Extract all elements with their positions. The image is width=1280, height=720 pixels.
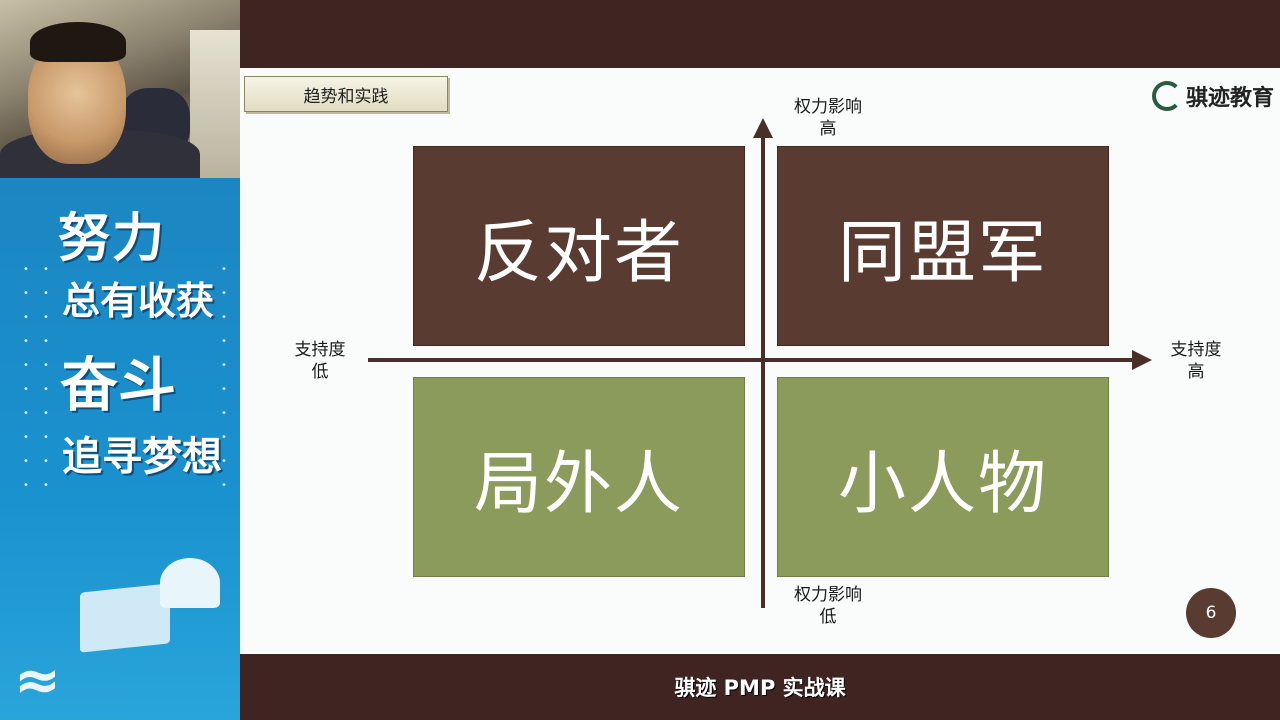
presentation-slide: 趋势和实践 骐迹教育 反对者 同盟军 局外人 小人物 权力影响 高 权力影响 低… xyxy=(240,68,1280,654)
axis-label-line: 低 xyxy=(819,607,837,627)
poster-line-1: 努力 xyxy=(58,209,167,269)
motivational-poster: 努力 总有收获 奋斗 追寻梦想 •••••••••• •••••••••• ••… xyxy=(0,178,240,720)
axis-label-power-high: 权力影响 高 xyxy=(780,96,876,140)
poster-decoration-dots: •••••••••• xyxy=(23,264,29,491)
section-title: 趋势和实践 xyxy=(303,86,389,107)
poster-decoration-dots: •••••••••• xyxy=(43,264,49,491)
axis-label-line: 权力影响 xyxy=(794,97,862,117)
quadrant-opponents: 反对者 xyxy=(413,146,745,346)
poster-line-4: 追寻梦想 xyxy=(62,434,222,480)
poster-decoration-dots: •••••••••• xyxy=(221,264,227,491)
quadrant-label: 小人物 xyxy=(837,444,1048,524)
axis-label-line: 支持度 xyxy=(1170,340,1222,360)
stakeholder-grid-axes xyxy=(368,118,1152,608)
vertical-axis-arrowhead xyxy=(753,118,773,138)
webcam-presenter-hair xyxy=(30,22,126,62)
quadrant-outsiders: 局外人 xyxy=(413,377,745,577)
quadrant-allies: 同盟军 xyxy=(777,146,1109,346)
lamp-illustration xyxy=(160,558,220,608)
section-title-banner: 趋势和实践 xyxy=(244,76,448,112)
caption-text: 骐迹 PMP 实战课 xyxy=(674,676,846,700)
axis-label-line: 权力影响 xyxy=(794,585,862,605)
quadrant-label: 局外人 xyxy=(473,444,684,524)
poster-logo-mark: ≈ xyxy=(14,648,61,713)
page-number-badge: 6 xyxy=(1186,588,1236,638)
axis-label-line: 支持度 xyxy=(294,340,346,360)
book-illustration xyxy=(80,583,170,653)
axis-label-line: 高 xyxy=(819,119,837,139)
brand-logo-icon xyxy=(1151,81,1182,111)
axis-label-power-low: 权力影响 低 xyxy=(780,584,876,628)
quadrant-label: 反对者 xyxy=(473,213,684,293)
webcam-video xyxy=(0,0,240,178)
poster-line-2: 总有收获 xyxy=(62,279,215,323)
horizontal-axis-arrowhead xyxy=(1132,350,1152,370)
axis-label-line: 高 xyxy=(1187,362,1205,382)
page-number: 6 xyxy=(1205,603,1217,623)
brand-logo: 骐迹教育 xyxy=(1151,80,1274,112)
brand-logo-text: 骐迹教育 xyxy=(1185,86,1274,111)
quadrant-minor-players: 小人物 xyxy=(777,377,1109,577)
axis-label-line: 低 xyxy=(311,362,329,382)
axis-label-support-low: 支持度 低 xyxy=(284,339,356,383)
quadrant-label: 同盟军 xyxy=(837,213,1048,293)
axis-label-support-high: 支持度 高 xyxy=(1160,339,1232,383)
video-caption: 骐迹 PMP 实战课 xyxy=(240,654,1280,720)
poster-line-3: 奋斗 xyxy=(60,351,177,419)
